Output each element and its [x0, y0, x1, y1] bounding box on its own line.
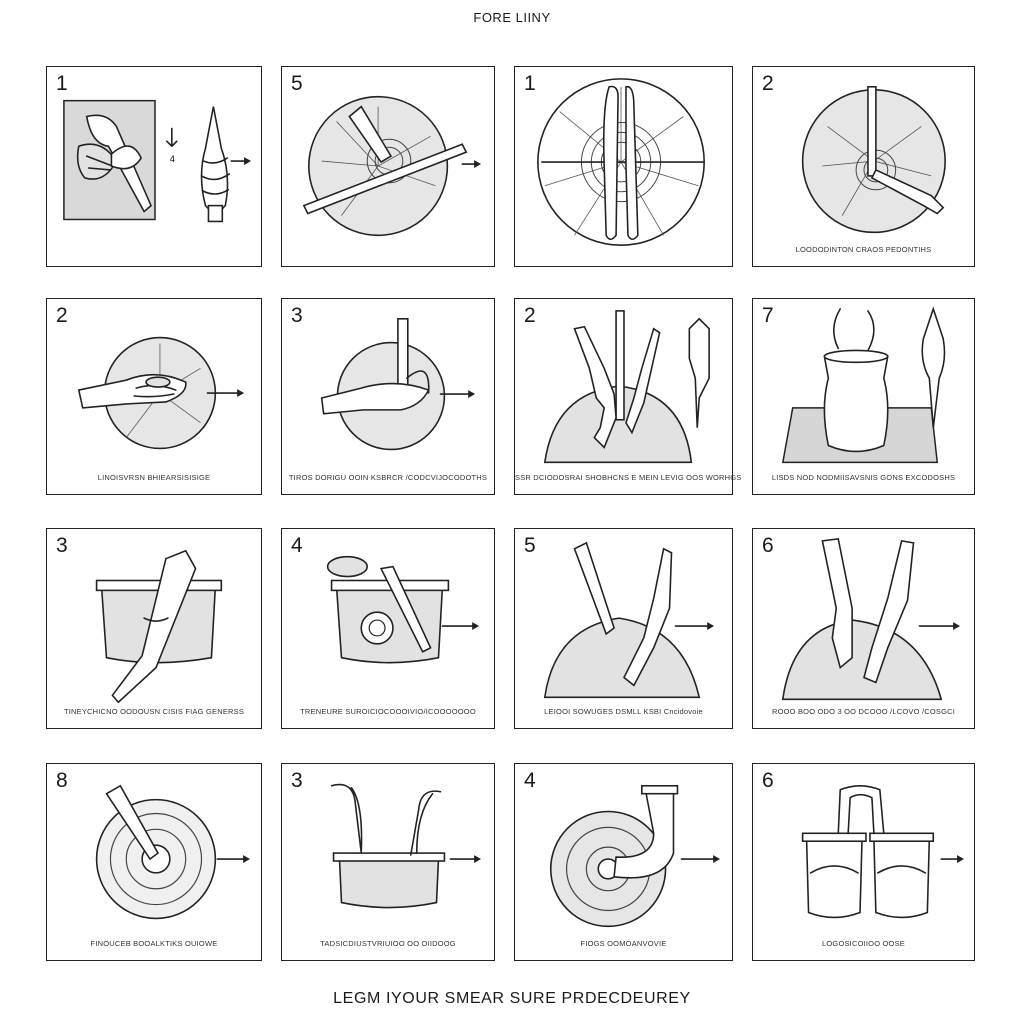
step-number: 6: [762, 769, 774, 792]
step-caption: TRENEURE SUROICIOCOOOIVIO/ICOOOOOOO: [300, 707, 476, 716]
step-panel-7: 2 SSR DCIODOSRAI SHOBHCNS E MEIN LEVIG O…: [514, 298, 742, 495]
step-caption: TIROS DORIGU OOIN KSBRCR /CODCVIJOCODOTH…: [288, 473, 488, 482]
page-title: FORE LIINY: [473, 10, 551, 25]
svg-text:4: 4: [170, 154, 175, 164]
step-number: 1: [524, 72, 536, 95]
step-panel-10: 4 TRENEURE SUROICIOCOOOIVIO/ICOOOOOOO: [281, 528, 495, 729]
step-panel-16: 6 LOGOSICOIIOO OOSE: [752, 763, 975, 961]
rolling-illustration: [302, 95, 482, 237]
step-caption: LOGOSICOIIOO OOSE: [822, 939, 905, 948]
step-number: 1: [56, 72, 68, 95]
step-panel-1: 4 1: [46, 66, 262, 267]
step-caption: FIOGS OOMOANVOVIE: [580, 939, 667, 948]
step-panel-3: 1: [514, 66, 733, 267]
step-panel-11: 5 LEIOOI SOWUGES DSMLL KSBI Cncidovoie: [514, 528, 733, 729]
tube-illustration: [549, 784, 721, 928]
step-number: 4: [524, 769, 536, 792]
jar-illustration: [781, 306, 946, 464]
step-caption: FINOUCEB BOOALKTIKS OUIOWE: [90, 939, 218, 948]
step-number: 2: [56, 304, 68, 327]
step-caption: LISDS NOD NODMIISAVSNIS GONS EXCODOSHS: [771, 473, 956, 482]
step-caption: TADSICDIUSTVRIUIOO OO OIIDOOG: [320, 939, 456, 948]
step-panel-13: 8 FINOUCEB BOOALKTIKS OUIOWE: [46, 763, 262, 961]
shaping-illustration: [543, 541, 715, 699]
pot-spoon-illustration: [326, 555, 480, 664]
step-panel-9: 3 TINEYCHICNO OODOUSN CISIS FIAG GENERSS: [46, 528, 262, 729]
step-caption: TINEYCHICNO OODOUSN CISIS FIAG GENERSS: [63, 707, 245, 716]
step-panel-15: 4 FIOGS OOMOANVOVIE: [514, 763, 733, 961]
step-number: 3: [291, 304, 303, 327]
step-panel-5: 2 LINOISVRSN BHIEARSISISIGE: [46, 298, 262, 495]
pan-illustration: [330, 783, 482, 909]
cutting-illustration: [801, 86, 946, 234]
step-caption: LEIOOI SOWUGES DSMLL KSBI Cncidovoie: [544, 707, 703, 716]
step-number: 3: [291, 769, 303, 792]
step-number: 7: [762, 304, 774, 327]
step-panel-6: 3 TIROS DORIGU OOIN KSBRCR /CODCVIJOCODO…: [281, 298, 495, 495]
target-illustration: [537, 78, 705, 247]
step-number: 5: [524, 534, 536, 557]
folding-illustration: [781, 538, 961, 701]
step-number: 2: [762, 72, 774, 95]
step-caption: LINOISVRSN BHIEARSISISIGE: [97, 473, 211, 482]
step-panel-12: 6 ROOO BOO ODO 3 OO DCOOO /LCOVO /COSGCI: [752, 528, 975, 729]
two-jars-illustration: [801, 784, 964, 919]
wrapping-illustration: 4: [63, 99, 252, 223]
step-number: 3: [56, 534, 68, 557]
step-panel-2: 5: [281, 66, 495, 267]
step-caption: ROOO BOO ODO 3 OO DCOOO /LCOVO /COSGCI: [771, 707, 956, 716]
hand-bowl-illustration: [77, 336, 245, 450]
step-number: 6: [762, 534, 774, 557]
step-number: 4: [291, 534, 303, 557]
step-number: 5: [291, 72, 303, 95]
footer-title: LEGM IYOUR SMEAR SURE PRDECDEUREY: [333, 990, 691, 1007]
step-panel-8: 7 LISDS NOD NODMIISAVSNIS GONS EXCODOSHS: [752, 298, 975, 495]
step-number: 2: [524, 304, 536, 327]
step-panel-4: 2 LOODODINTON CRAOS PEDONTIHS: [752, 66, 975, 267]
step-panel-14: 3 TADSICDIUSTVRIUIOO OO OIIDOOG: [281, 763, 495, 961]
pot-illustration: [95, 549, 223, 704]
spiral-illustration: [95, 784, 251, 920]
step-caption: LOODODINTON CRAOS PEDONTIHS: [795, 245, 932, 254]
pouring-illustration: [320, 318, 476, 451]
step-caption: SSR DCIODOSRAI SHOBHCNS E MEIN LEVIG OOS…: [515, 473, 742, 482]
step-number: 8: [56, 769, 68, 792]
kneading-illustration: [543, 310, 710, 464]
